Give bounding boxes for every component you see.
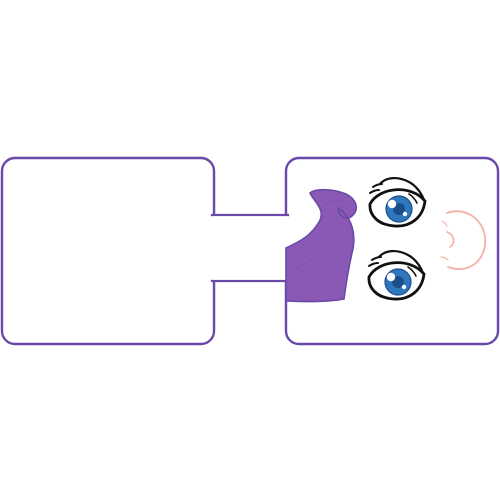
left-panel-outline xyxy=(0,156,216,346)
bookmark-outline xyxy=(0,156,500,346)
eye-icon xyxy=(367,250,426,301)
strap-join-left-mask xyxy=(210,216,215,280)
hair-curl-shape xyxy=(285,188,358,303)
strap-connector xyxy=(210,213,290,283)
smile-icon xyxy=(440,210,487,270)
eye-icon xyxy=(368,177,427,228)
